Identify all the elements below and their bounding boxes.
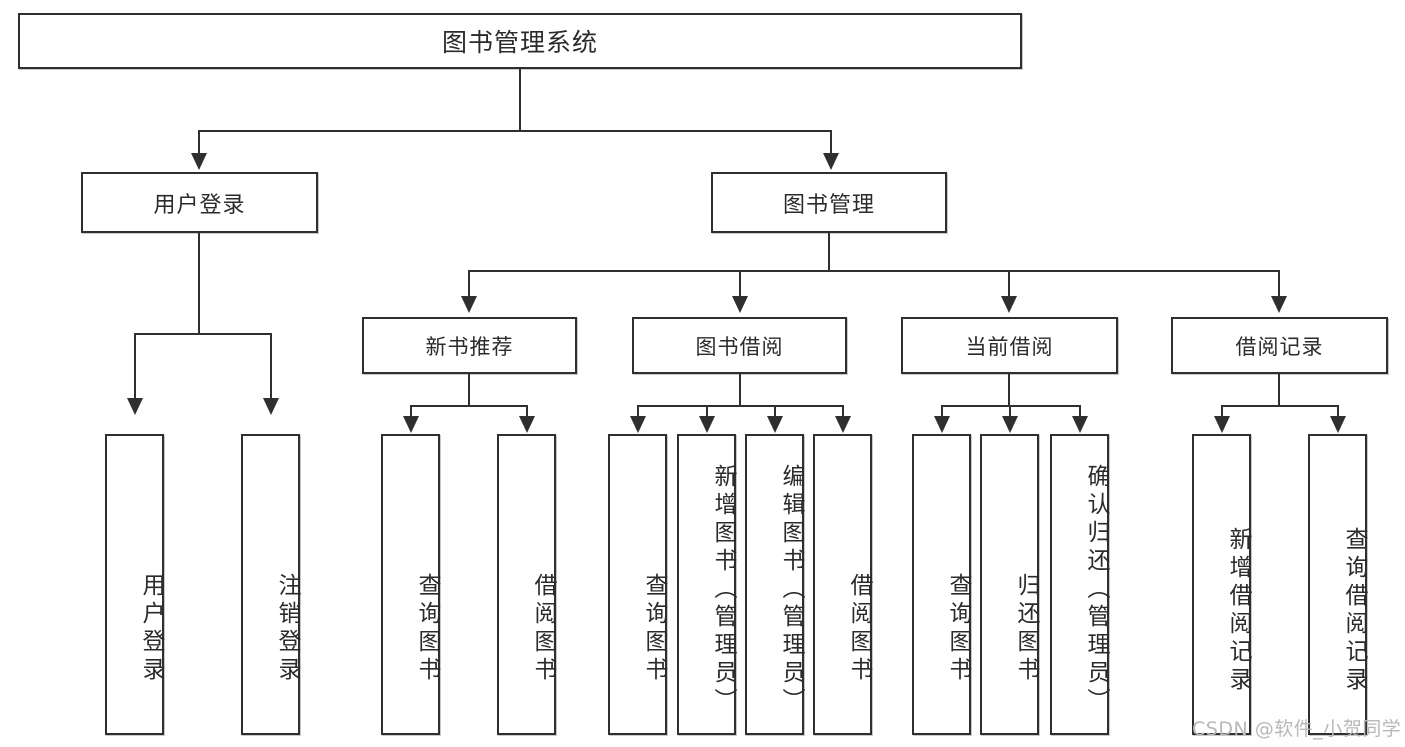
node-label: 借阅图书 [846,572,872,685]
connector-root-distribution-bar [198,130,832,132]
connector-borrow-record-bar [1221,405,1339,407]
connector-current-borrow-leaf-2 [1009,405,1011,419]
node-leaf-edit-book-admin[interactable]: 编辑图书（管理员） [745,434,804,735]
node-leaf-user-login[interactable]: 用户登录 [105,434,164,735]
connector-borrow-record-trunk [1278,374,1280,406]
node-leaf-return-book[interactable]: 归还图书 [980,434,1039,735]
node-label: 注销登录 [274,572,300,685]
connector-user-login-trunk [198,233,200,334]
arrow-icon-book-borrow-leaf-3 [767,416,783,433]
arrow-icon-new-book-rec-leaf-2 [519,416,535,433]
arrow-icon-to-borrow-record [1271,296,1287,313]
node-label: 用户登录 [138,572,164,685]
node-label: 新增图书（管理员） [710,463,736,716]
connector-new-book-rec-leaf-1 [410,405,412,419]
node-label: 归还图书 [1013,572,1039,685]
connector-borrow-record-leaf-1 [1221,405,1223,419]
connector-current-borrow-trunk [1008,374,1010,406]
arrow-icon-current-borrow-leaf-3 [1072,416,1088,433]
arrow-icon-book-borrow-leaf-4 [835,416,851,433]
arrow-icon-book-borrow-leaf-1 [630,416,646,433]
connector-book-borrow-leaf-3 [774,405,776,419]
node-leaf-borrow-book-borrow[interactable]: 借阅图书 [813,434,872,735]
node-label: 用户登录 [153,192,246,218]
node-leaf-query-book-current[interactable]: 查询图书 [912,434,971,735]
connector-root-trunk [519,69,521,131]
arrow-icon-to-new-book-rec [461,296,477,313]
arrow-icon-root-to-user-login [191,153,207,170]
arrow-icon-borrow-record-leaf-1 [1214,416,1230,433]
node-new-book-recommend[interactable]: 新书推荐 [362,317,577,374]
connector-new-book-rec-bar [410,405,528,407]
node-leaf-user-logout[interactable]: 注销登录 [241,434,300,735]
node-current-borrow[interactable]: 当前借阅 [901,317,1118,374]
connector-current-borrow-leaf-1 [941,405,943,419]
node-label: 查询图书 [945,572,971,685]
node-label: 图书管理 [782,192,875,218]
node-label: 图书借阅 [695,334,784,359]
arrow-icon-to-book-borrow [732,296,748,313]
connector-current-borrow-bar [941,405,1081,407]
arrow-icon-user-login-leaf-2 [263,398,279,415]
node-label: 编辑图书（管理员） [778,463,804,716]
connector-new-book-rec-leaf-2 [526,405,528,419]
connector-book-manage-to-current-borrow [1008,270,1010,298]
connector-book-manage-trunk [828,233,830,271]
arrow-icon-root-to-book-manage [823,153,839,170]
node-borrow-record[interactable]: 借阅记录 [1171,317,1388,374]
connector-root-to-user-login [198,130,200,156]
arrow-icon-current-borrow-leaf-1 [934,416,950,433]
connector-new-book-rec-trunk [468,374,470,406]
node-label: 当前借阅 [965,334,1054,359]
node-user-login[interactable]: 用户登录 [81,172,318,233]
connector-user-login-to-leaf-1 [134,333,136,401]
node-leaf-confirm-return-admin[interactable]: 确认归还（管理员） [1050,434,1109,735]
arrow-icon-book-borrow-leaf-2 [699,416,715,433]
arrow-icon-borrow-record-leaf-2 [1330,416,1346,433]
node-leaf-query-borrow-record[interactable]: 查询借阅记录 [1308,434,1367,735]
node-leaf-add-borrow-record[interactable]: 新增借阅记录 [1192,434,1251,735]
node-label: 借阅记录 [1235,334,1324,359]
connector-current-borrow-leaf-3 [1079,405,1081,419]
node-book-manage[interactable]: 图书管理 [711,172,947,233]
arrow-icon-to-current-borrow [1001,296,1017,313]
arrow-icon-current-borrow-leaf-2 [1002,416,1018,433]
connector-book-manage-to-borrow-record [1278,270,1280,298]
node-label: 新书推荐 [425,334,514,359]
connector-user-login-distribution-bar [134,333,272,335]
connector-book-borrow-leaf-1 [637,405,639,419]
node-root-library-system[interactable]: 图书管理系统 [18,13,1022,69]
node-label: 新增借阅记录 [1225,526,1251,695]
connector-book-borrow-leaf-2 [706,405,708,419]
connector-user-login-to-leaf-2 [270,333,272,401]
connector-borrow-record-leaf-2 [1337,405,1339,419]
node-leaf-query-book-borrow[interactable]: 查询图书 [608,434,667,735]
node-book-borrow[interactable]: 图书借阅 [632,317,847,374]
node-label: 查询图书 [641,572,667,685]
node-label: 借阅图书 [530,572,556,685]
connector-book-borrow-leaf-4 [842,405,844,419]
arrow-icon-new-book-rec-leaf-1 [403,416,419,433]
node-leaf-query-book-new-rec[interactable]: 查询图书 [381,434,440,735]
connector-book-borrow-trunk [739,374,741,406]
node-label: 查询图书 [414,572,440,685]
node-label: 查询借阅记录 [1341,526,1367,695]
node-label: 图书管理系统 [441,28,598,57]
connector-root-to-book-manage [830,130,832,156]
connector-book-manage-to-new-book-rec [468,270,470,298]
connector-book-borrow-bar [637,405,843,407]
connector-book-manage-distribution-bar [468,270,1280,272]
node-leaf-add-book-admin[interactable]: 新增图书（管理员） [677,434,736,735]
connector-book-manage-to-book-borrow [739,270,741,298]
node-leaf-borrow-book-new-rec[interactable]: 借阅图书 [497,434,556,735]
node-label: 确认归还（管理员） [1083,463,1109,716]
arrow-icon-user-login-leaf-1 [127,398,143,415]
